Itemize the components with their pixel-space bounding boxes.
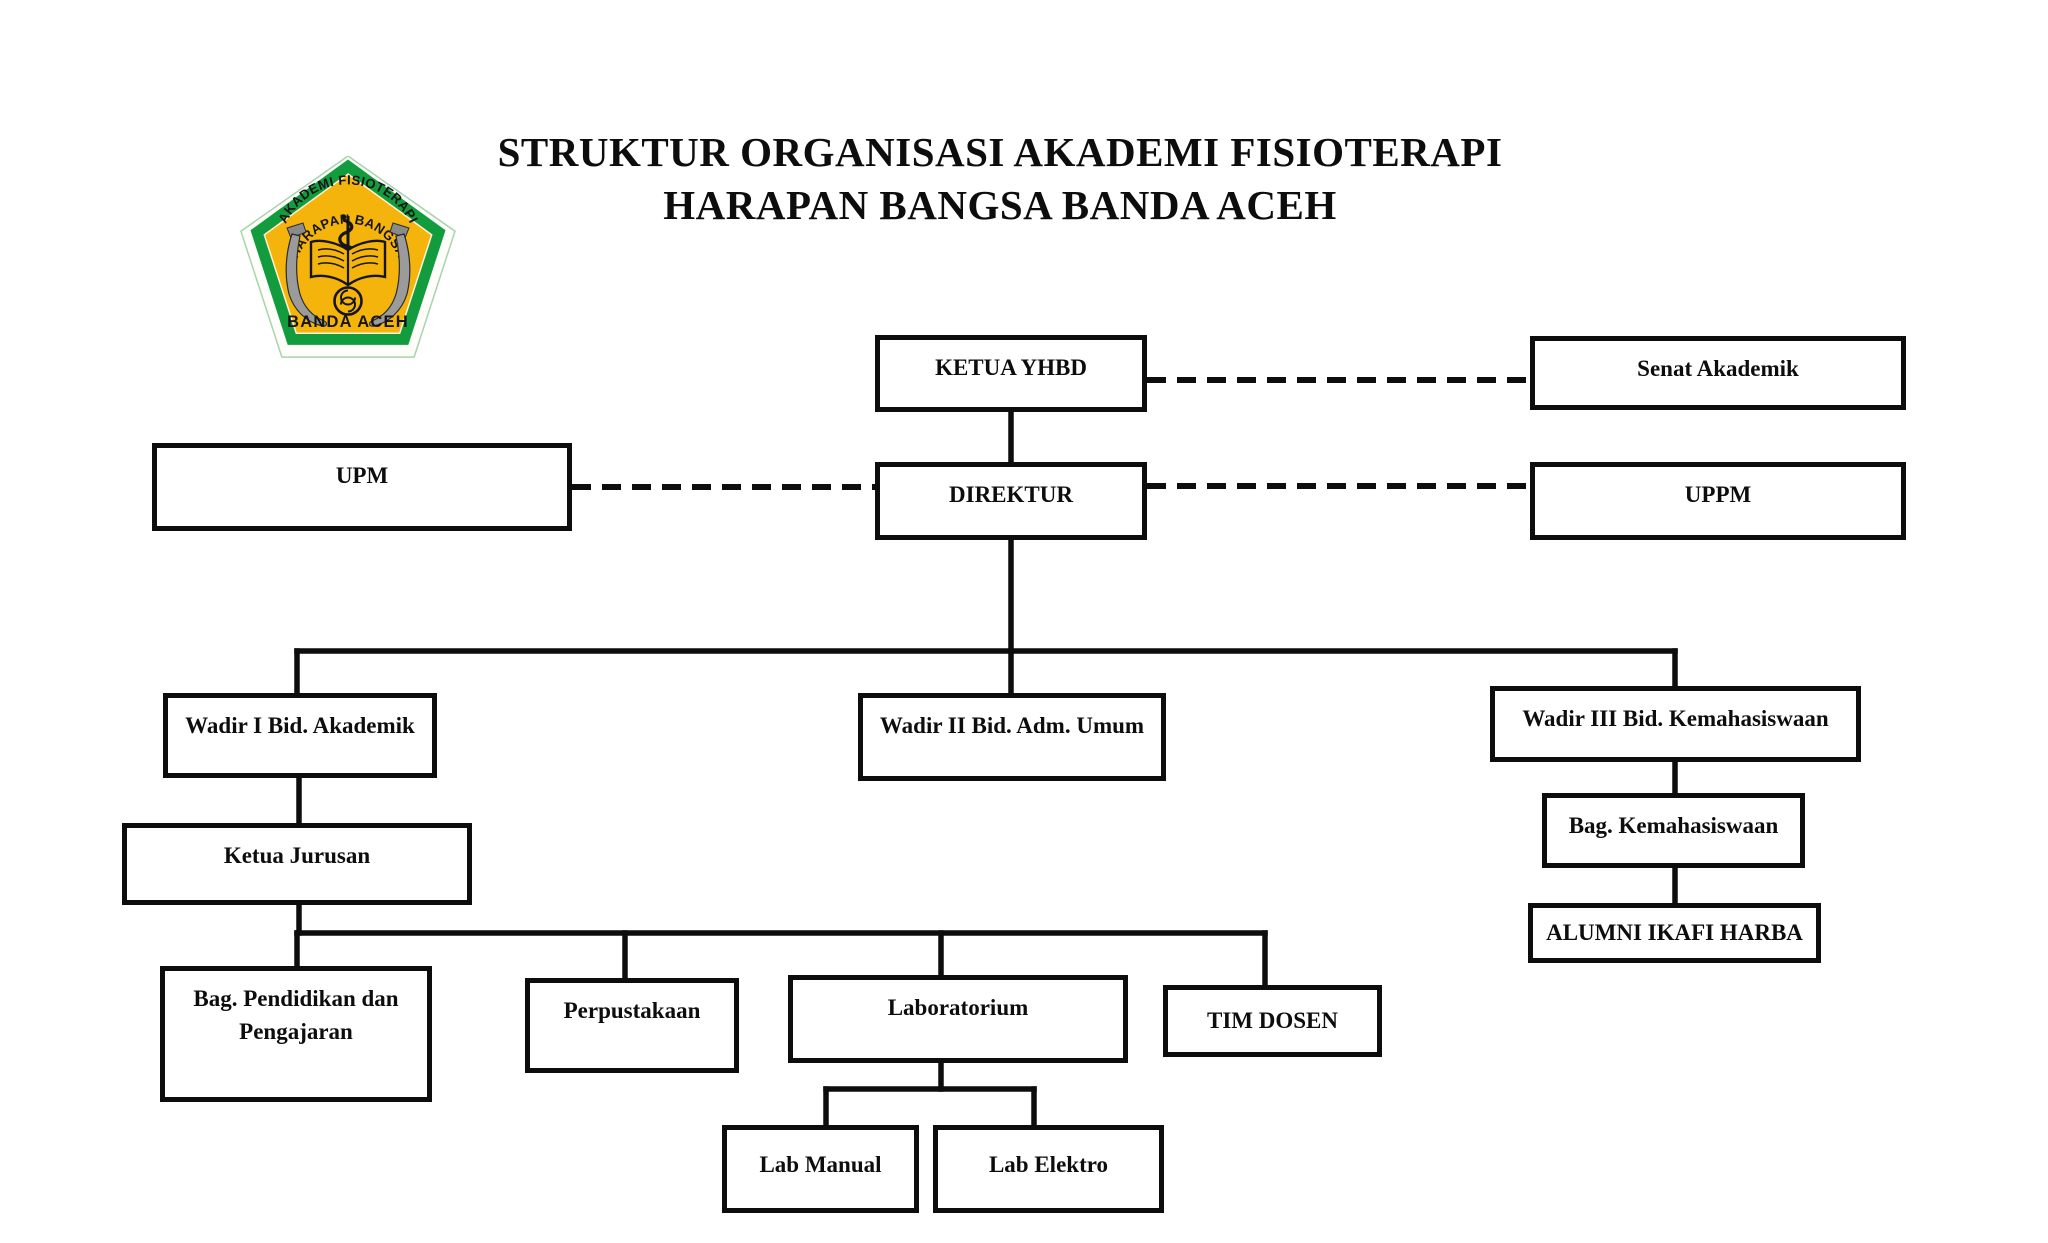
org-node-wadir2: Wadir II Bid. Adm. Umum	[858, 693, 1166, 781]
org-node-bag-pendidikan: Bag. Pendidikan dan Pengajaran	[160, 966, 432, 1102]
org-node-laboratorium: Laboratorium	[788, 975, 1128, 1063]
org-node-ketua-jurusan: Ketua Jurusan	[122, 823, 472, 905]
page-title: STRUKTUR ORGANISASI AKADEMI FISIOTERAPI …	[0, 126, 2000, 233]
org-node-lab-manual: Lab Manual	[722, 1125, 919, 1213]
org-node-wadir1: Wadir I Bid. Akademik	[163, 693, 437, 778]
org-node-wadir3: Wadir III Bid. Kemahasiswaan	[1490, 686, 1861, 762]
logo-right-dagger-icon	[368, 222, 411, 327]
org-node-direktur: DIREKTUR	[875, 462, 1147, 540]
org-node-bag-kemahasiswaan: Bag. Kemahasiswaan	[1542, 793, 1805, 868]
academy-logo: AKADEMI FISIOTERAPI HARAPAN BANGSA	[240, 156, 456, 358]
logo-book-icon	[309, 239, 387, 287]
org-node-upm: UPM	[152, 443, 572, 531]
org-node-uppm: UPPM	[1530, 462, 1906, 540]
org-node-ketua-yhbd: KETUA YHBD	[875, 335, 1147, 412]
page-title-line1: STRUKTUR ORGANISASI AKADEMI FISIOTERAPI	[497, 129, 1503, 175]
org-node-lab-elektro: Lab Elektro	[933, 1125, 1164, 1213]
logo-circle-emblem-icon	[333, 286, 363, 316]
logo-left-dagger-icon	[285, 222, 328, 327]
page-title-line2: HARAPAN BANGSA BANDA ACEH	[663, 182, 1337, 229]
org-node-senat-akademik: Senat Akademik	[1530, 336, 1906, 410]
org-node-alumni: ALUMNI IKAFI HARBA	[1528, 903, 1821, 963]
logo-bottom-text: BANDA ACEH	[287, 313, 409, 331]
org-node-tim-dosen: TIM DOSEN	[1163, 985, 1382, 1057]
org-node-perpustakaan: Perpustakaan	[525, 978, 739, 1073]
